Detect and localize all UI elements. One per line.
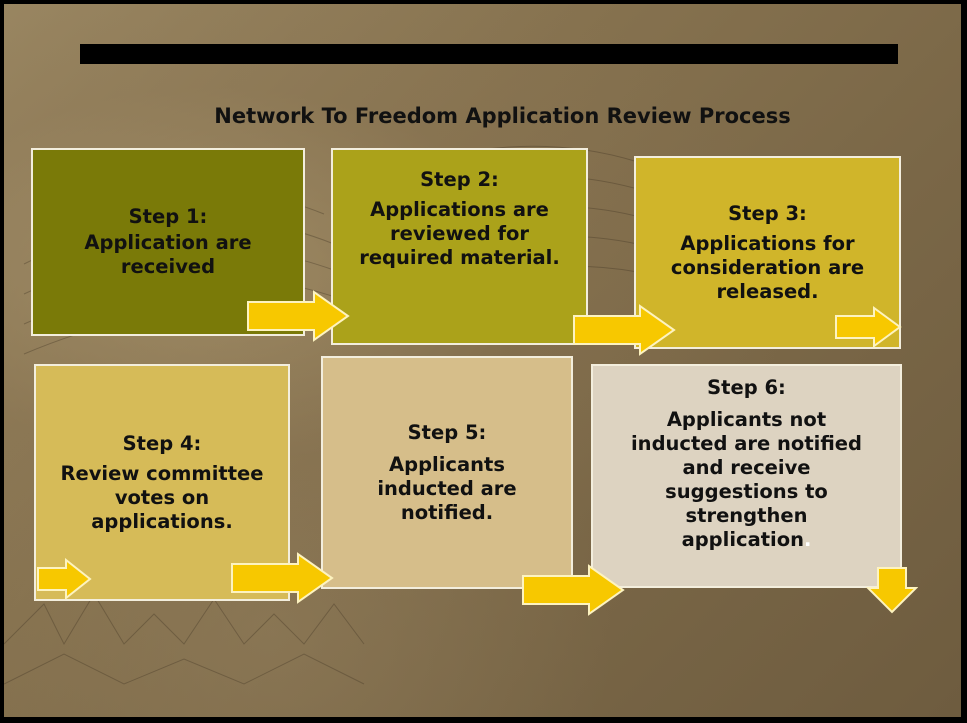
step-4-box: Step 4: Review committee votes on applic… [34, 364, 290, 601]
step-5-text: Applicants inducted are notified. [377, 452, 517, 524]
step-1-box: Step 1: Application are received [31, 148, 305, 336]
title-bar-decoration [80, 44, 898, 64]
step-5-label: Step 5: [407, 420, 487, 444]
slide: Network To Freedom Application Review Pr… [4, 4, 961, 717]
down-arrow-icon [866, 567, 918, 614]
step-2-label: Step 2: [420, 168, 499, 191]
step-6-period: . [804, 528, 812, 551]
right-arrow-icon [247, 290, 350, 342]
step-6-text: Applicants not inducted are notified and… [631, 408, 862, 551]
right-arrow-icon [835, 306, 902, 348]
right-arrow-icon [231, 552, 334, 604]
step-1-text: Application are received [84, 231, 252, 278]
step-2-text: Applications are reviewed for required m… [359, 198, 560, 269]
step-4-text: Review committee votes on applications. [60, 461, 264, 533]
step-2-box: Step 2: Applications are reviewed for re… [331, 148, 588, 345]
step-4-label: Step 4: [122, 431, 202, 455]
step-1-label: Step 1: [128, 205, 208, 228]
right-arrow-icon [522, 564, 625, 616]
step-3-text: Applications for consideration are relea… [670, 231, 865, 303]
step-6-text-wrap: Applicants not inducted are notified and… [593, 408, 900, 552]
step-3-label: Step 3: [728, 201, 807, 225]
diagram-title: Network To Freedom Application Review Pr… [214, 104, 791, 128]
right-arrow-icon [573, 304, 676, 356]
step-5-box: Step 5: Applicants inducted are notified… [321, 356, 573, 589]
right-arrow-icon [37, 558, 92, 600]
step-6-box: Step 6: Applicants not inducted are noti… [591, 364, 902, 588]
step-6-label: Step 6: [707, 376, 786, 399]
